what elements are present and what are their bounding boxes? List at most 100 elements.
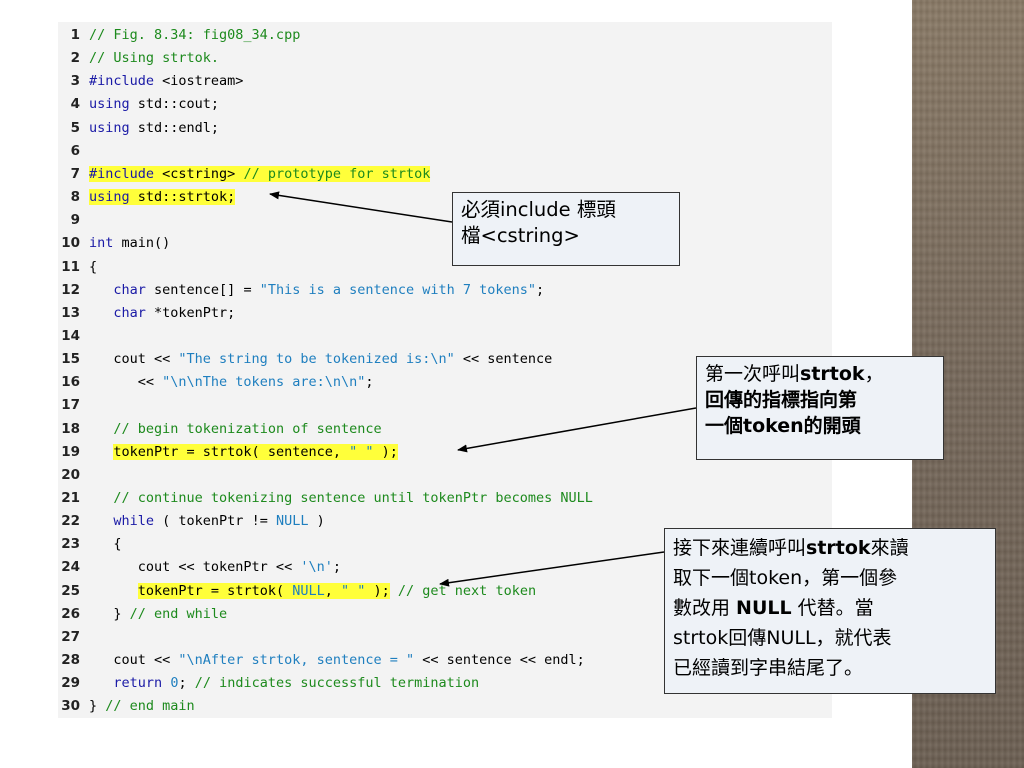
callout-text: strtok (806, 537, 871, 559)
code-token: ; (536, 281, 545, 298)
code-token: ; (178, 675, 195, 692)
code-line: using std::endl; (89, 119, 219, 139)
code-line: { (89, 535, 122, 555)
code-token: , (324, 582, 341, 599)
code-token: while (113, 513, 155, 530)
code-token: << sentence << endl; (414, 652, 585, 669)
code-line: // begin tokenization of sentence (89, 420, 382, 440)
code-token: cout << (89, 351, 179, 368)
code-token: using (89, 189, 130, 206)
code-line: << "\n\nThe tokens are:\n\n"; (89, 373, 374, 393)
line-number: 1 (70, 27, 80, 43)
code-token: // prototype for strtok (243, 165, 431, 182)
line-number: 8 (70, 189, 80, 206)
code-token: // get next token (389, 582, 537, 599)
code-line: while ( tokenPtr != NULL ) (89, 512, 324, 532)
code-line: cout << "\nAfter strtok, sentence = " <<… (89, 651, 585, 671)
code-line: using std::strtok; (89, 188, 236, 208)
code-line: // continue tokenizing sentence until to… (89, 489, 593, 509)
line-number: 15 (61, 351, 80, 368)
code-token: // end main (105, 698, 195, 715)
callout-include-cstring: 必須include 標頭檔<cstring> (452, 192, 680, 266)
code-line: cout << tokenPtr << '\n'; (89, 558, 341, 578)
line-number: 4 (70, 96, 80, 113)
callout-line: 已經讀到字串結尾了。 (673, 653, 987, 683)
code-line: // Fig. 8.34: fig08_34.cpp (89, 26, 300, 46)
code-token (89, 421, 113, 437)
code-token: // end while (129, 605, 228, 622)
line-number: 13 (61, 304, 80, 321)
code-token: ; (365, 374, 374, 391)
callout-text: strtok回傳NULL，就代表 (673, 627, 892, 649)
code-token (89, 583, 138, 599)
code-token: int (89, 235, 114, 252)
callout-text: strtok (800, 363, 865, 385)
code-token: tokenPtr = strtok( (137, 582, 293, 599)
line-number: 22 (61, 513, 80, 530)
code-token: { (89, 258, 98, 275)
code-token: std::strtok; (129, 189, 236, 206)
code-token: *tokenPtr; (145, 304, 236, 321)
callout-text: 檔<cstring> (461, 224, 580, 247)
code-token: <cstring> (154, 165, 244, 182)
code-line: cout << "The string to be tokenized is:\… (89, 350, 552, 370)
code-line: tokenPtr = strtok( sentence, " " ); (89, 443, 398, 463)
code-line: { (89, 258, 97, 278)
code-token: tokenPtr = strtok( sentence, (113, 443, 350, 460)
code-token: " " (349, 443, 374, 460)
code-token (89, 513, 113, 529)
code-token: cout << (89, 652, 179, 669)
line-number: 19 (61, 443, 80, 460)
code-token: } (89, 605, 130, 622)
callout-text: 取下一個token，第一個參 (673, 567, 898, 589)
code-line: char sentence[] = "This is a sentence wi… (89, 281, 544, 301)
code-line: #include <iostream> (89, 72, 243, 92)
code-token: char (113, 281, 146, 298)
line-number: 6 (70, 142, 80, 159)
code-token: #include (89, 165, 155, 182)
callout-line: 回傳的指標指向第 (705, 387, 935, 413)
code-token: << (89, 374, 163, 391)
code-token (89, 675, 113, 691)
line-number: 25 (61, 582, 80, 599)
line-number: 17 (61, 397, 80, 414)
code-line: #include <cstring> // prototype for strt… (89, 165, 431, 185)
code-token: { (89, 536, 122, 553)
code-token: " " (341, 582, 366, 599)
code-token: sentence[] = (145, 281, 260, 298)
code-token: #include (89, 73, 155, 90)
code-line: } // end main (89, 697, 195, 717)
code-line: // Using strtok. (89, 49, 219, 69)
code-token: using (89, 96, 130, 113)
line-number: 5 (70, 119, 80, 136)
line-number: 18 (61, 420, 80, 437)
callout-text: 已經讀到字串結尾了。 (673, 657, 864, 679)
callout-line: 取下一個token，第一個參 (673, 563, 987, 593)
callout-line: 接下來連續呼叫strtok來讀 (673, 533, 987, 563)
line-number: 12 (61, 281, 80, 298)
line-number: 29 (61, 675, 80, 692)
code-token: return (113, 675, 163, 692)
line-number: 27 (61, 628, 80, 645)
code-token: // indicates successful termination (194, 675, 480, 692)
code-token: std::cout; (129, 96, 220, 113)
callout-text: 接下來連續呼叫 (673, 537, 807, 559)
callout-text: 數改用 (673, 597, 737, 619)
code-token: '\n' (300, 559, 333, 576)
code-token: } (89, 698, 106, 715)
line-number: 11 (61, 258, 80, 275)
code-token (89, 305, 113, 321)
code-token: cout << tokenPtr << (89, 559, 301, 576)
code-token: char (113, 304, 146, 321)
line-number: 3 (70, 73, 80, 90)
code-token: NULL (292, 582, 325, 599)
line-number: 28 (61, 652, 80, 669)
callout-line: strtok回傳NULL，就代表 (673, 623, 987, 653)
code-token: NULL (275, 513, 309, 530)
code-token: // begin tokenization of sentence (113, 420, 382, 437)
code-token: "\n\nThe tokens are:\n\n" (162, 374, 366, 391)
code-line: tokenPtr = strtok( NULL, " " ); // get n… (89, 582, 536, 602)
code-line: return 0; // indicates successful termin… (89, 674, 479, 694)
code-token: main() (113, 235, 171, 252)
line-number: 2 (70, 50, 80, 67)
